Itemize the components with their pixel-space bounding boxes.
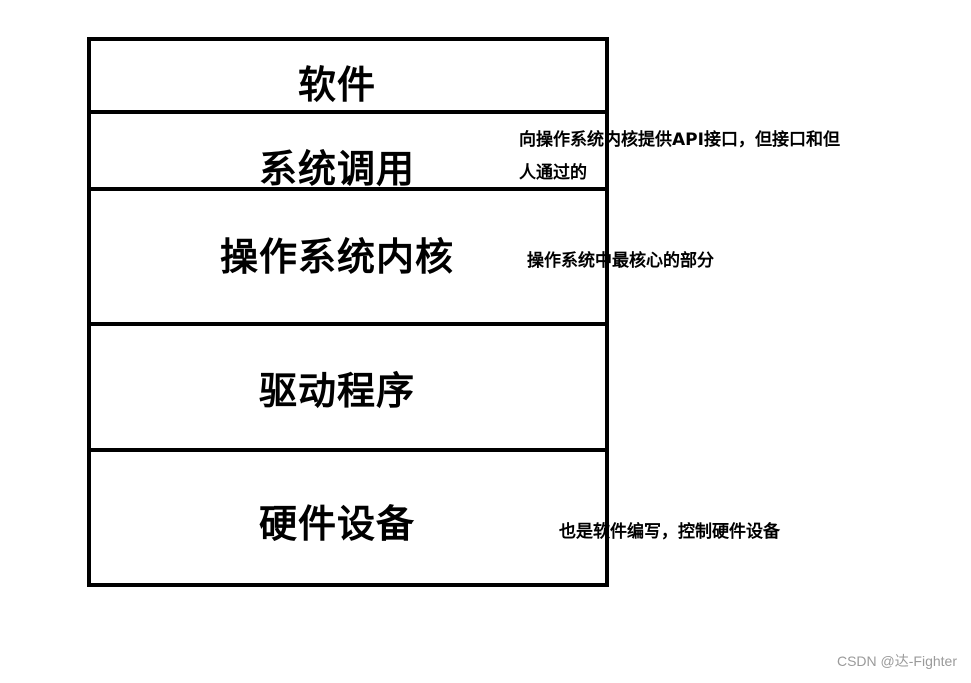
syscall-note-line1: 向操作系统内核提供API接口，但接口和但 — [519, 130, 840, 150]
layer-stack-box — [87, 37, 609, 587]
layer-driver-label: 驱动程序 — [258, 369, 415, 413]
layer-kernel-label: 操作系统内核 — [219, 235, 454, 279]
hardware-note: 也是软件编写，控制硬件设备 — [559, 522, 780, 542]
kernel-note: 操作系统中最核心的部分 — [527, 251, 714, 271]
divider-kernel-driver — [87, 322, 609, 326]
divider-software-syscall — [87, 110, 609, 114]
divider-driver-hardware — [87, 448, 609, 452]
layer-hardware-label: 硬件设备 — [258, 502, 415, 546]
layer-syscall-label: 系统调用 — [258, 147, 415, 191]
layer-software-label: 软件 — [297, 63, 376, 107]
divider-syscall-kernel — [87, 187, 609, 191]
syscall-note-line2: 人通过的 — [519, 163, 587, 183]
watermark-text: CSDN @达-Fighter — [836, 653, 957, 669]
